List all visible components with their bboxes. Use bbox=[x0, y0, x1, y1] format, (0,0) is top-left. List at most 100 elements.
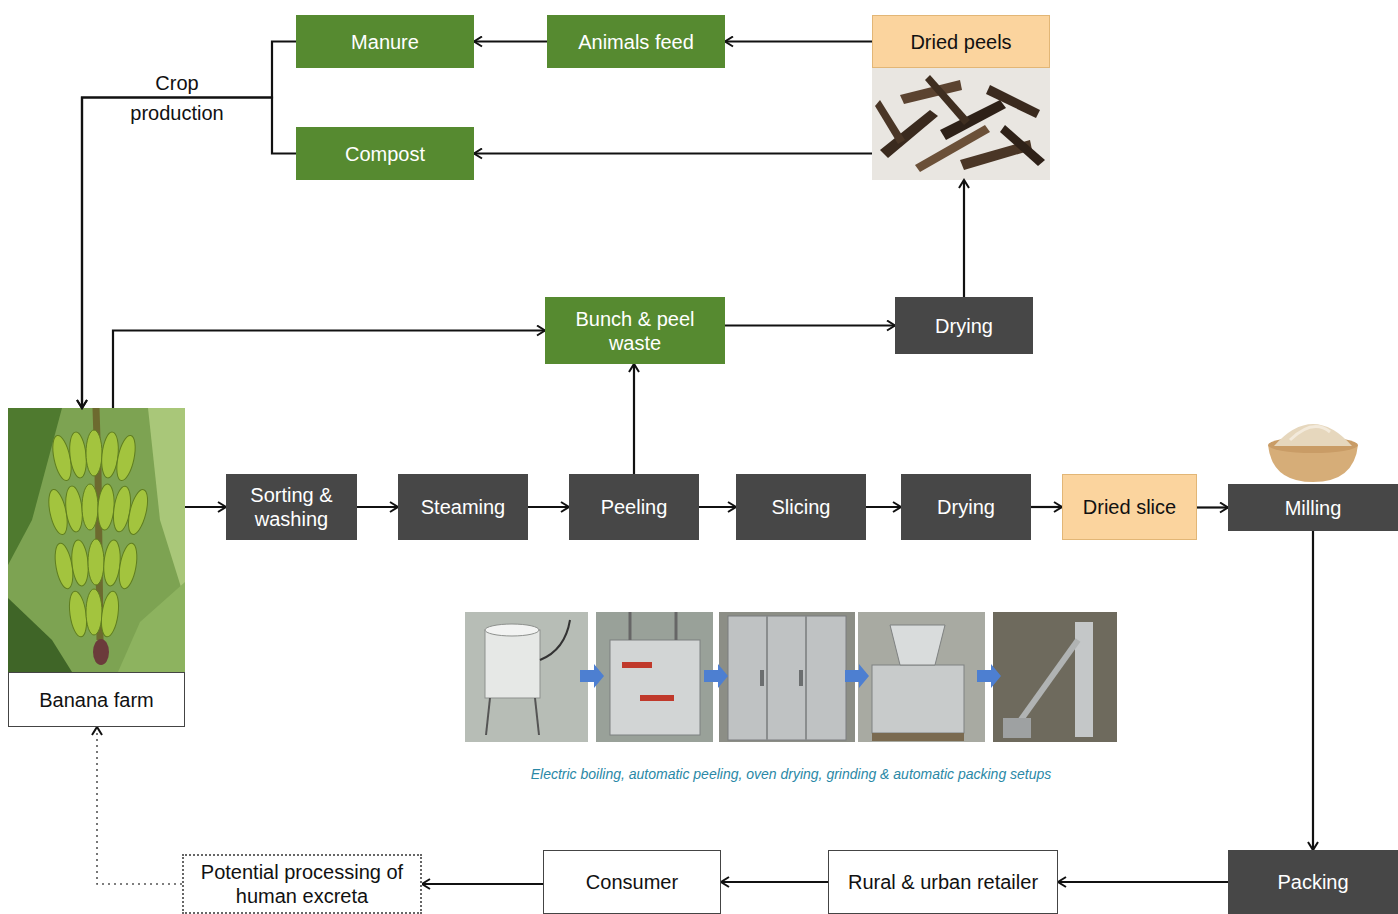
flow-arrow bbox=[97, 727, 182, 884]
use-box: Animals feed bbox=[547, 15, 725, 68]
banana-photo-part bbox=[99, 590, 121, 638]
box-label: Slicing bbox=[772, 495, 831, 519]
box-label: Compost bbox=[345, 142, 425, 166]
banana-photo-part bbox=[125, 488, 152, 537]
flow-arrow bbox=[633, 364, 635, 474]
box-label: Peeling bbox=[601, 495, 668, 519]
box-label: Milling bbox=[1285, 496, 1342, 520]
equipment-photos-part bbox=[977, 664, 1001, 688]
equipment-photos-part bbox=[485, 624, 539, 636]
equipment-photos-part bbox=[610, 640, 700, 735]
flow-arrow bbox=[528, 506, 569, 508]
product-box: Dried peels bbox=[872, 15, 1050, 180]
waste-box: Bunch & peel waste bbox=[545, 297, 725, 364]
equipment-photos-part bbox=[622, 662, 652, 668]
process-box: Milling bbox=[1228, 484, 1398, 531]
equipment-photos-part bbox=[890, 625, 945, 665]
box-label: Bunch & peel waste bbox=[555, 307, 715, 355]
banana-photo-part bbox=[8, 598, 72, 672]
use-box: Compost bbox=[296, 127, 474, 180]
banana-photo-part bbox=[113, 434, 138, 482]
equipment-photos-part bbox=[845, 664, 869, 688]
banana-photo-part bbox=[8, 408, 62, 565]
flow-arrow bbox=[1312, 531, 1314, 850]
dried-peels-photo-part bbox=[925, 75, 970, 125]
dried-peels-photo-part bbox=[986, 85, 1040, 118]
box-label: Rural & urban retailer bbox=[848, 870, 1038, 894]
equipment-photos-part bbox=[596, 612, 713, 742]
dried-peels-photo bbox=[872, 68, 1050, 180]
flow-arrow bbox=[422, 883, 543, 885]
flow-arrow bbox=[1031, 506, 1062, 508]
banana-photo bbox=[8, 408, 185, 672]
equipment-photos-part bbox=[640, 695, 674, 701]
edge-label: Crop production bbox=[122, 68, 232, 128]
banana-photo-part bbox=[88, 539, 104, 585]
equipment-photos-part bbox=[629, 612, 632, 640]
process-box: Drying bbox=[901, 474, 1031, 540]
banana-photo-part bbox=[96, 483, 115, 530]
potential-box: Potential processing of human excreta bbox=[182, 854, 422, 914]
dried-peels-photo-part bbox=[915, 125, 990, 172]
banana-photo-part bbox=[148, 408, 185, 600]
flour-bowl-photo-part bbox=[1274, 424, 1352, 446]
box-label: Packing bbox=[1277, 870, 1348, 894]
equipment-photos-part bbox=[993, 612, 1117, 742]
equipment-photos-part bbox=[719, 612, 855, 742]
flow-arrow bbox=[1197, 506, 1228, 508]
flow-arrow bbox=[113, 331, 545, 409]
process-box: Drying bbox=[895, 297, 1033, 354]
farm-box: Banana farm bbox=[8, 408, 185, 727]
flow-arrow bbox=[721, 881, 828, 883]
banana-photo-part bbox=[70, 539, 90, 586]
banana-photo-part bbox=[82, 484, 98, 530]
photo-caption: Electric boiling, automatic peeling, ove… bbox=[465, 766, 1117, 783]
equipment-photos-part bbox=[465, 612, 588, 742]
banana-photo-part bbox=[93, 639, 109, 665]
equipment-photos-part bbox=[486, 698, 490, 735]
box-label: Sorting & washing bbox=[236, 483, 347, 531]
box-label: Steaming bbox=[421, 495, 506, 519]
equipment-photos-part bbox=[535, 698, 539, 735]
equipment-photos-part bbox=[485, 630, 540, 698]
banana-photo-part bbox=[86, 430, 102, 476]
banana-photo-part bbox=[116, 542, 140, 590]
box-label: Manure bbox=[351, 30, 419, 54]
dried-peels-photo-part bbox=[872, 68, 1050, 180]
equipment-photos-part bbox=[766, 616, 768, 740]
banana-photo-part bbox=[68, 431, 89, 478]
flour-bowl-photo bbox=[1268, 424, 1358, 482]
process-box: Sorting & washing bbox=[226, 474, 357, 540]
flow-arrow bbox=[185, 506, 226, 508]
process-box: Steaming bbox=[398, 474, 528, 540]
process-box: Packing bbox=[1228, 850, 1398, 914]
flow-arrow bbox=[474, 152, 872, 154]
dried-peels-photo-part bbox=[1000, 125, 1045, 166]
equipment-photos-part bbox=[1003, 718, 1031, 738]
flow-arrow bbox=[725, 324, 895, 326]
flow-arrow bbox=[963, 180, 965, 297]
equipment-photos-part bbox=[872, 733, 964, 741]
equipment-photos-part bbox=[728, 616, 846, 740]
flow-arrow bbox=[474, 40, 547, 42]
flow-arrow bbox=[866, 506, 901, 508]
box-label: Consumer bbox=[586, 870, 678, 894]
flour-bowl-photo-part bbox=[1290, 427, 1330, 440]
box-label: Banana farm bbox=[8, 672, 185, 727]
box-label: Animals feed bbox=[578, 30, 694, 54]
equipment-photos-part bbox=[799, 670, 803, 686]
equipment-photos-part bbox=[1075, 622, 1093, 737]
process-box: Slicing bbox=[736, 474, 866, 540]
equipment-photos-part bbox=[858, 612, 985, 742]
flow-arrow bbox=[725, 40, 872, 42]
banana-photo-part bbox=[8, 408, 185, 672]
equipment-photos-part bbox=[872, 665, 964, 733]
banana-photo-part bbox=[86, 589, 102, 635]
equipment-photos-part bbox=[580, 664, 604, 688]
equipment-photos-part bbox=[760, 670, 764, 686]
market-box: Consumer bbox=[543, 850, 721, 914]
box-label: Potential processing of human excreta bbox=[194, 860, 410, 908]
flow-arrow bbox=[699, 506, 736, 508]
equipment-photos bbox=[465, 612, 1117, 742]
